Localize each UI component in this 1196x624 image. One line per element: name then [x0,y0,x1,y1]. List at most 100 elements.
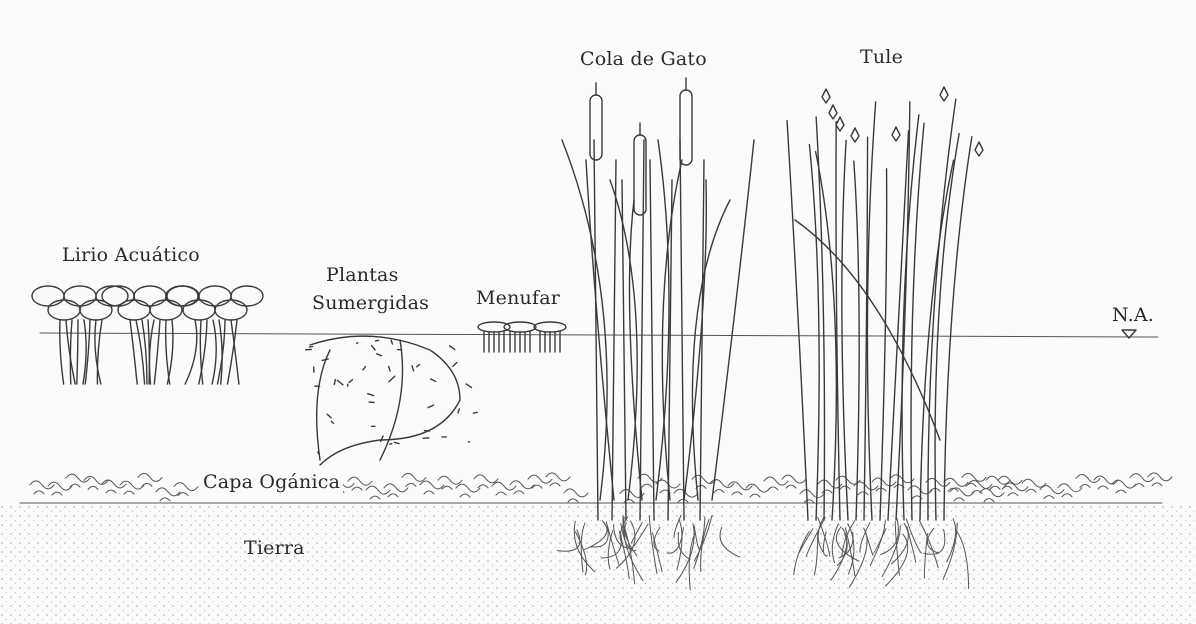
organic-squiggle [496,492,506,495]
cattail-leaf [712,140,754,500]
organic-squiggle [456,484,480,492]
hyacinth-leaf [167,286,199,306]
organic-squiggle [840,486,850,489]
tule-plants [787,87,983,520]
organic-squiggle [514,491,524,494]
organic-squiggle [546,473,570,481]
organic-squiggle [106,490,116,493]
organic-squiggle [800,490,824,498]
organic-squiggle [714,490,724,493]
submerged-leaf [331,421,333,423]
submerged-leaf [431,379,436,382]
label-tierra: Tierra [244,537,305,559]
cattail-leaf [692,200,730,500]
organic-squiggle [990,486,1000,489]
hyacinth-leaf [32,286,64,306]
organic-squiggle [764,477,788,485]
hyacinth-root [77,320,78,384]
organic-squiggle [1152,483,1162,486]
submerged-leaf [349,380,352,383]
organic-squiggle [174,483,198,491]
hyacinth-leaf [48,300,80,320]
hyacinth-leaf [215,300,247,320]
submerged-leaf [389,376,395,382]
organic-squiggle [1044,496,1054,499]
organic-squiggle [52,492,62,495]
hyacinth-leaf [64,286,96,306]
organic-squiggle [442,486,452,489]
organic-squiggle [768,487,778,490]
organic-squiggle [510,481,534,489]
hyacinth-root [212,320,216,384]
submerged-leaf [375,340,378,341]
organic-squiggle [1040,486,1064,494]
organic-squiggle [818,480,842,488]
submerged-leaf [394,442,399,443]
tule-stem [836,122,840,520]
organic-squiggle [678,499,688,502]
organic-squiggle [352,487,362,490]
organic-squiggle [674,489,698,497]
submerged-leaf [389,366,391,371]
organic-squiggle [366,486,390,494]
organic-squiggle [1098,486,1108,489]
cattail-stalk [680,140,684,520]
submerged-leaf [412,366,414,371]
submerged-leaf [458,409,459,413]
submerged-leaf [377,354,382,356]
organic-squiggle [492,482,516,490]
organic-squiggle [564,489,588,497]
submerged-leaf [428,405,434,408]
cattail-leaf [586,160,614,500]
hyacinth-leaf [102,286,134,306]
organic-squiggle [568,499,578,502]
organic-squiggle [420,481,444,489]
organic-squiggle [732,492,742,495]
lily-pad [504,322,536,332]
organic-squiggle [102,480,126,488]
submerged-leaf [334,380,335,385]
cattail-spike [590,95,602,160]
organic-squiggle [1080,484,1090,487]
tule-stem [928,99,956,520]
submerged-leaf [466,384,471,388]
submerged-stem [317,350,330,460]
label-tule: Tule [860,46,903,68]
label-menufar: Menufar [476,287,560,309]
organic-squiggle [950,488,974,496]
label-nivel-agua: N.A. [1112,304,1154,326]
tule-seedhead [822,89,830,103]
submerged-leaf [391,340,392,344]
organic-squiggle [984,499,994,502]
organic-squiggle [786,485,796,488]
organic-squiggle [30,481,54,489]
tule-seedhead [940,87,948,101]
submerged-leaf [453,362,457,366]
organic-squiggle [438,476,462,484]
cattail-stalk [640,140,644,520]
submerged-leaf [327,414,331,418]
organic-squiggle [88,486,98,489]
tule-stem [842,140,848,520]
organic-squiggle [1022,479,1046,487]
hyacinth-leaf [199,286,231,306]
submerged-leaf [368,394,374,396]
tule-stem [867,102,875,520]
hyacinth-root [149,320,154,384]
tule-seedhead [836,117,844,131]
lily-pad [478,322,510,332]
hyacinth-leaf [183,300,215,320]
tule-seedhead [892,127,900,141]
water-hyacinth-plants [32,286,263,384]
submerged-stem [380,340,403,460]
organic-squiggle [642,484,652,487]
submerged-leaf [450,346,455,350]
tule-stem [854,161,859,520]
organic-squiggle [478,485,488,488]
hyacinth-root [97,320,102,384]
label-cola-de-gato: Cola de Gato [580,48,707,70]
submerged-leaf [318,452,319,454]
organic-squiggle [890,475,914,483]
organic-squiggle [460,494,470,497]
